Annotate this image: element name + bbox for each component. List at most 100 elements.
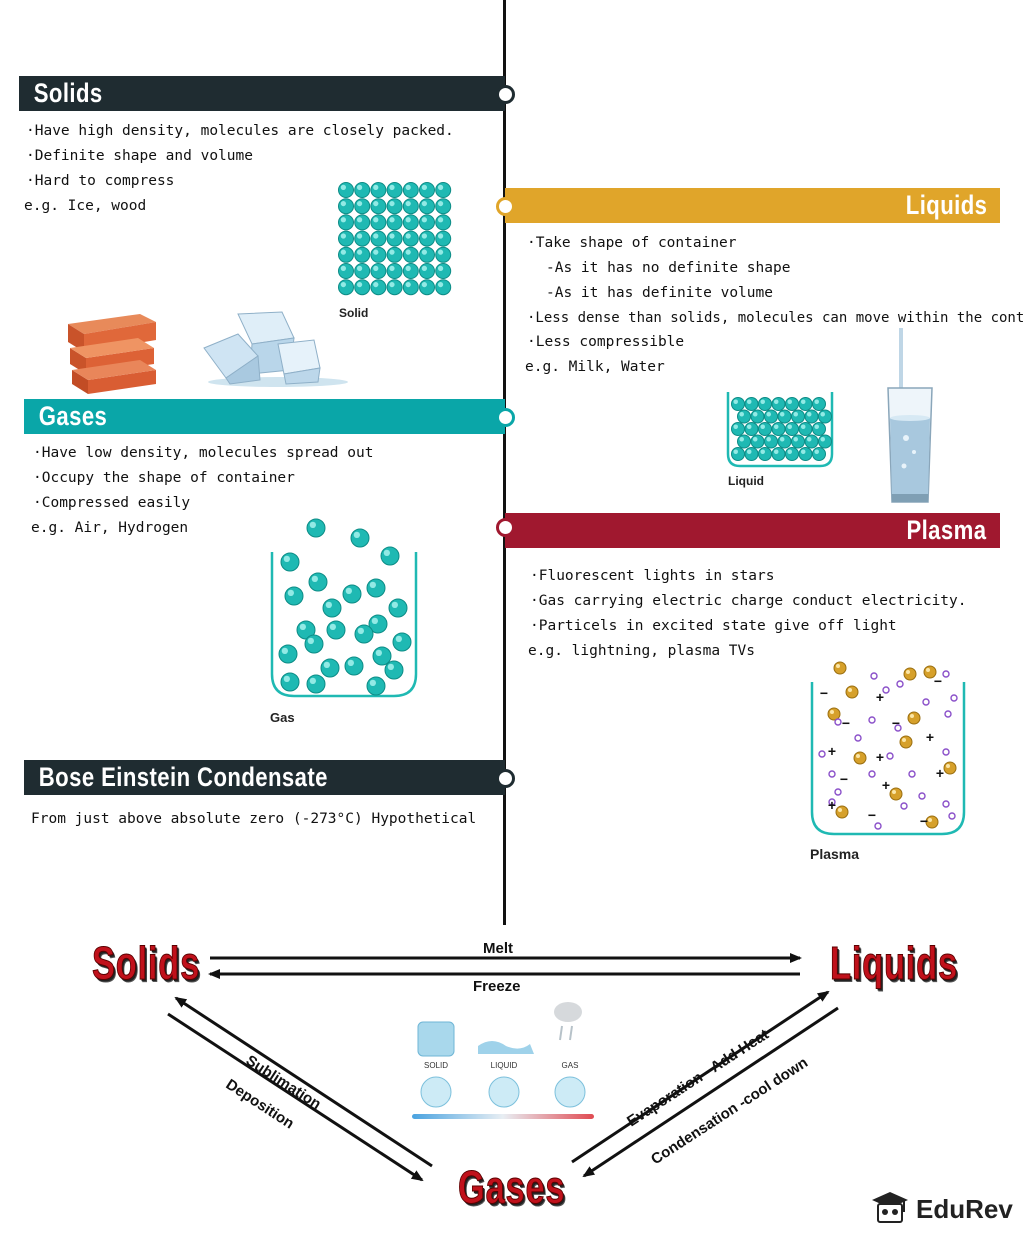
liquid-beaker-diagram: [726, 392, 834, 468]
liquids-point-1: ·Take shape of container: [527, 235, 737, 251]
plasma-ion: [845, 685, 859, 699]
solid-particle: [338, 246, 354, 263]
melt-label: Melt: [483, 940, 513, 957]
plasma-electron: [882, 686, 890, 694]
ice-cubes-image: [203, 311, 348, 387]
plasma-electron: [870, 672, 878, 680]
plasma-ion: [903, 667, 917, 681]
solid-particle: [370, 279, 387, 296]
plasma-charge-sign: −: [892, 715, 900, 731]
solid-particle: [338, 230, 354, 247]
liquid-particle: [818, 434, 832, 449]
solid-particle: [386, 214, 403, 231]
liquids-point-5: ·Less compressible: [527, 334, 685, 350]
gases-point-3: ·Compressed easily: [33, 495, 191, 511]
solids-timeline-dot: [496, 85, 515, 104]
gas-particle: [350, 528, 370, 548]
liquids-timeline-dot: [496, 197, 515, 216]
gas-particle: [372, 646, 392, 666]
solid-particle: [402, 246, 419, 263]
plasma-beaker-diagram: −+−−−+++−+++−−: [810, 661, 966, 836]
gas-particle: [392, 632, 412, 652]
plasma-point-1: ·Fluorescent lights in stars: [530, 568, 775, 584]
gas-particle: [280, 552, 300, 572]
plasma-example: e.g. lightning, plasma TVs: [528, 643, 755, 659]
liquid-particle: [818, 409, 832, 424]
solid-particle: [402, 230, 419, 247]
plasma-electron: [834, 788, 842, 796]
solid-particle: [370, 246, 387, 263]
solid-particle: [354, 263, 371, 279]
mini-states-illustration: SOLID LIQUID GAS: [412, 1002, 594, 1119]
solid-particle: [419, 279, 435, 296]
mini-gas-label: GAS: [562, 1061, 579, 1070]
solids-point-2: ·Definite shape and volume: [26, 148, 253, 164]
solid-particle-grid: [338, 182, 452, 296]
gas-particle: [306, 518, 326, 538]
gas-beaker-diagram: [270, 518, 418, 698]
plasma-charge-sign: −: [842, 715, 850, 731]
plasma-electron: [854, 734, 862, 742]
solid-particle: [435, 263, 452, 279]
liquid-particle: [758, 397, 772, 411]
solid-particle: [370, 214, 387, 231]
liquid-particle: [731, 422, 745, 436]
cycle-solids-label: Solids: [92, 937, 201, 990]
plasma-electron: [834, 718, 842, 726]
solid-particle: [419, 246, 435, 263]
bec-title: Bose Einstein Condensate: [38, 762, 328, 792]
solid-particle: [419, 182, 435, 198]
solid-particle: [386, 182, 403, 198]
plasma-charge-sign: +: [926, 729, 934, 745]
plasma-ion: [943, 761, 957, 775]
solid-particle: [402, 182, 419, 198]
solid-particle: [386, 198, 403, 215]
liquids-point-3: -As it has definite volume: [546, 285, 773, 301]
liquid-particle: [791, 409, 805, 424]
water-glass-image: [887, 328, 933, 503]
solid-particle: [354, 182, 371, 198]
liquid-particle: [798, 422, 813, 436]
gases-point-1: ·Have low density, molecules spread out: [33, 445, 374, 461]
evaporation-arrow: [571, 990, 830, 1164]
plasma-ion: [889, 787, 903, 801]
solid-particle: [402, 198, 419, 215]
liquid-particle: [731, 447, 745, 461]
gas-particle: [284, 586, 304, 606]
plasma-ion: [853, 751, 867, 765]
deposition-arrow: [167, 1012, 424, 1182]
solid-particle: [386, 279, 403, 296]
liquids-title: Liquids: [905, 190, 987, 220]
plasma-electron: [942, 748, 950, 756]
liquid-particle: [798, 397, 813, 411]
liquid-particle: [812, 397, 826, 411]
solid-particle: [402, 279, 419, 296]
solid-particle: [386, 263, 403, 279]
plasma-charge-sign: +: [876, 689, 884, 705]
plasma-electron: [868, 770, 876, 778]
bec-header-bar: Bose Einstein Condensate: [24, 760, 505, 795]
gases-timeline-dot: [496, 408, 515, 427]
solid-particle: [419, 198, 435, 215]
solid-particle: [435, 198, 452, 215]
solid-particle: [370, 230, 387, 247]
solid-particle: [354, 214, 371, 231]
cycle-arrows: [167, 953, 839, 1182]
solid-particle: [435, 214, 452, 231]
solid-particle: [386, 230, 403, 247]
solids-header-bar: Solids: [19, 76, 505, 111]
plasma-title: Plasma: [906, 515, 987, 545]
solid-particle: [419, 263, 435, 279]
plasma-ion: [899, 735, 913, 749]
liquid-caption: Liquid: [728, 474, 764, 488]
liquid-particle: [804, 434, 819, 449]
edurev-brand-name: EduRev: [916, 1194, 1013, 1224]
plasma-electron: [918, 792, 926, 800]
plasma-timeline-dot: [496, 518, 515, 537]
gases-point-2: ·Occupy the shape of container: [33, 470, 295, 486]
plasma-electron: [828, 798, 836, 806]
liquid-particle: [785, 422, 799, 436]
liquid-particle: [750, 434, 765, 449]
gas-particle: [388, 598, 408, 618]
solid-particle: [386, 246, 403, 263]
